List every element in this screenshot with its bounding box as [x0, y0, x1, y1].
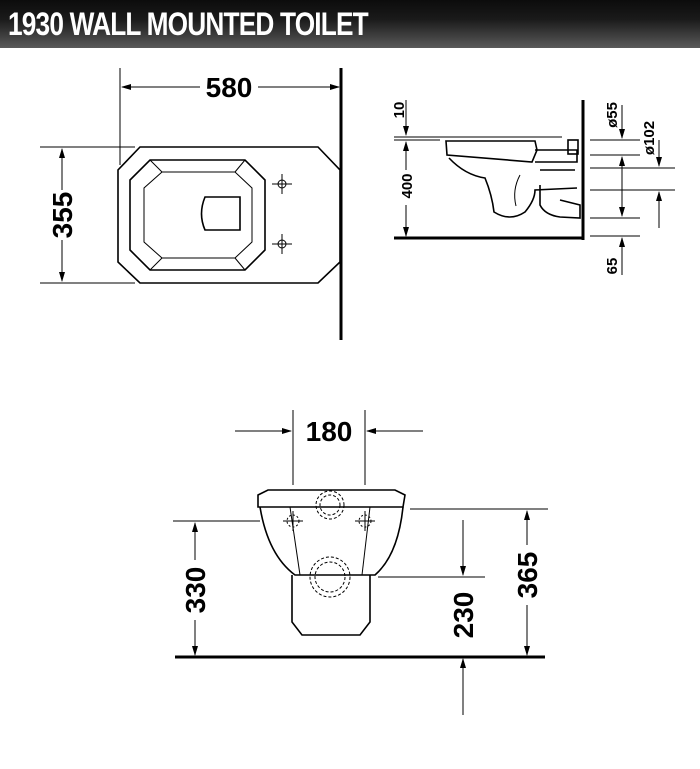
fixing-hole-icon: [272, 174, 292, 254]
bowl-opening: [200, 196, 241, 231]
depth-label: 355: [47, 192, 78, 239]
top-view: 580 355: [40, 68, 343, 340]
inlet-diameter-label: ø55: [604, 102, 621, 128]
pedestal-front: [291, 575, 371, 636]
bolt-height-label: 330: [180, 567, 211, 614]
technical-drawing: 580 355 10 400: [40, 68, 675, 715]
outlet-diameter-label: ø102: [641, 121, 658, 155]
bowl-outline: [117, 146, 341, 284]
height-label: 400: [399, 173, 416, 198]
page-title: 1930 WALL MOUNTED TOILET: [8, 6, 369, 42]
seat-outline: [129, 159, 266, 271]
seat-gap-label: 10: [391, 102, 408, 119]
title-bar: 1930 WALL MOUNTED TOILET: [0, 0, 700, 48]
bowl-front: [259, 506, 404, 576]
seat-profile: [445, 140, 538, 163]
front-view: 180 330 230 365: [173, 410, 548, 715]
bowl-profile: [448, 149, 581, 219]
seat-front: [257, 489, 406, 508]
outlet-offset-label: 65: [604, 258, 621, 275]
fixing-hole-icon: [283, 511, 375, 531]
inlet-height-label: 365: [512, 552, 543, 599]
outlet-height-label: 230: [448, 592, 479, 639]
width-label: 580: [206, 72, 253, 103]
bolt-spacing-label: 180: [306, 416, 353, 447]
side-view: 10 400 ø55 ø102 65: [391, 100, 675, 275]
